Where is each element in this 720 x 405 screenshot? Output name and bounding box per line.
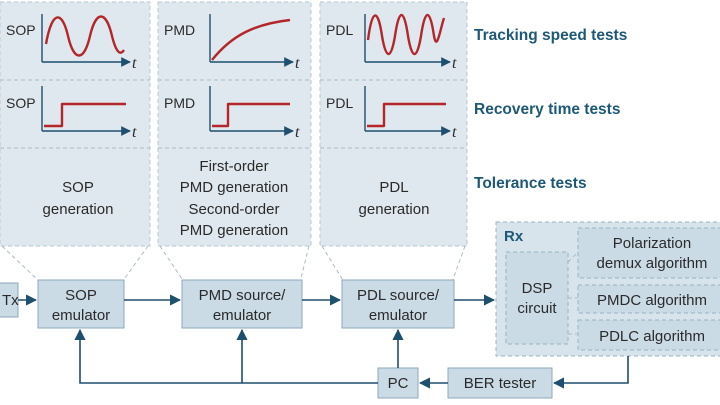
- svg-text:emulator: emulator: [213, 307, 271, 324]
- sop-recovery-t: t: [132, 124, 137, 141]
- svg-text:PMD source/: PMD source/: [199, 287, 287, 304]
- row-label-recovery: Recovery time tests: [474, 101, 620, 118]
- svg-text:Second-order: Second-order: [189, 201, 280, 218]
- panel-sop: [0, 1, 151, 247]
- svg-text:PMDC algorithm: PMDC algorithm: [597, 292, 707, 309]
- rx-label: Rx: [504, 228, 524, 245]
- pdl-tracking-ylabel: PDL: [326, 22, 353, 38]
- svg-text:PC: PC: [388, 375, 409, 392]
- pmd-tracking-t: t: [295, 55, 300, 72]
- svg-text:SOP: SOP: [62, 179, 94, 196]
- dsp-label-1: DSP: [522, 280, 553, 297]
- pmd-generation-label: First-order PMD generation Second-order …: [180, 158, 288, 239]
- signal-arrows: [18, 294, 629, 389]
- svg-text:Polarization: Polarization: [613, 235, 691, 252]
- panel-connectors: [1, 245, 466, 283]
- sop-recovery-plot: SOP t: [6, 86, 137, 141]
- sop-tracking-ylabel: SOP: [6, 22, 36, 38]
- sop-tracking-plot: SOP t: [6, 14, 137, 72]
- svg-text:PMD generation: PMD generation: [180, 179, 288, 196]
- svg-text:First-order: First-order: [199, 158, 268, 175]
- pdl-tracking-t: t: [452, 55, 457, 72]
- pdl-tracking-plot: PDL t: [326, 13, 457, 72]
- rx-block: Rx DSP circuit Polarization demux algori…: [495, 221, 720, 357]
- sop-generation-label: SOP generation: [43, 179, 114, 218]
- polarization-demux-box: [577, 227, 720, 279]
- pmd-emulator-block: PMD source/ emulator: [181, 279, 303, 329]
- pmd-recovery-ylabel: PMD: [164, 95, 195, 111]
- svg-text:PDL: PDL: [379, 179, 408, 196]
- svg-text:emulator: emulator: [52, 307, 110, 324]
- sop-recovery-ylabel: SOP: [6, 95, 36, 111]
- pmd-tracking-plot: PMD t: [164, 14, 300, 72]
- svg-text:generation: generation: [359, 201, 430, 218]
- pdl-emulator-block: PDL source/ emulator: [341, 279, 455, 329]
- svg-text:PMD generation: PMD generation: [180, 222, 288, 239]
- svg-text:generation: generation: [43, 201, 114, 218]
- panel-pmd: [157, 1, 312, 247]
- svg-text:BER tester: BER tester: [464, 375, 537, 392]
- dsp-circuit-box: [505, 251, 569, 345]
- sop-emulator-block: SOP emulator: [37, 279, 125, 329]
- svg-text:PDLC algorithm: PDLC algorithm: [599, 328, 705, 345]
- pdl-recovery-t: t: [452, 124, 457, 141]
- pmd-recovery-t: t: [295, 124, 300, 141]
- pdl-recovery-plot: PDL t: [326, 86, 457, 141]
- tx-block: Tx: [0, 282, 19, 318]
- ber-tester-block: BER tester: [447, 367, 553, 399]
- sop-tracking-t: t: [132, 55, 137, 72]
- pmd-recovery-plot: PMD t: [164, 86, 300, 141]
- pc-block: PC: [377, 367, 419, 399]
- svg-text:Tx: Tx: [2, 292, 19, 309]
- pmdc-box: [577, 284, 720, 314]
- dsp-label-2: circuit: [517, 300, 557, 317]
- svg-text:demux algorithm: demux algorithm: [597, 255, 708, 272]
- pmd-tracking-ylabel: PMD: [164, 22, 195, 38]
- pdl-generation-label: PDL generation: [359, 179, 430, 218]
- row-label-tracking: Tracking speed tests: [474, 27, 627, 44]
- svg-text:PDL source/: PDL source/: [357, 287, 440, 304]
- pdlc-box: [577, 319, 720, 351]
- pdl-recovery-ylabel: PDL: [326, 95, 353, 111]
- svg-text:emulator: emulator: [369, 307, 427, 324]
- svg-text:SOP: SOP: [65, 287, 97, 304]
- row-label-tolerance: Tolerance tests: [474, 175, 587, 192]
